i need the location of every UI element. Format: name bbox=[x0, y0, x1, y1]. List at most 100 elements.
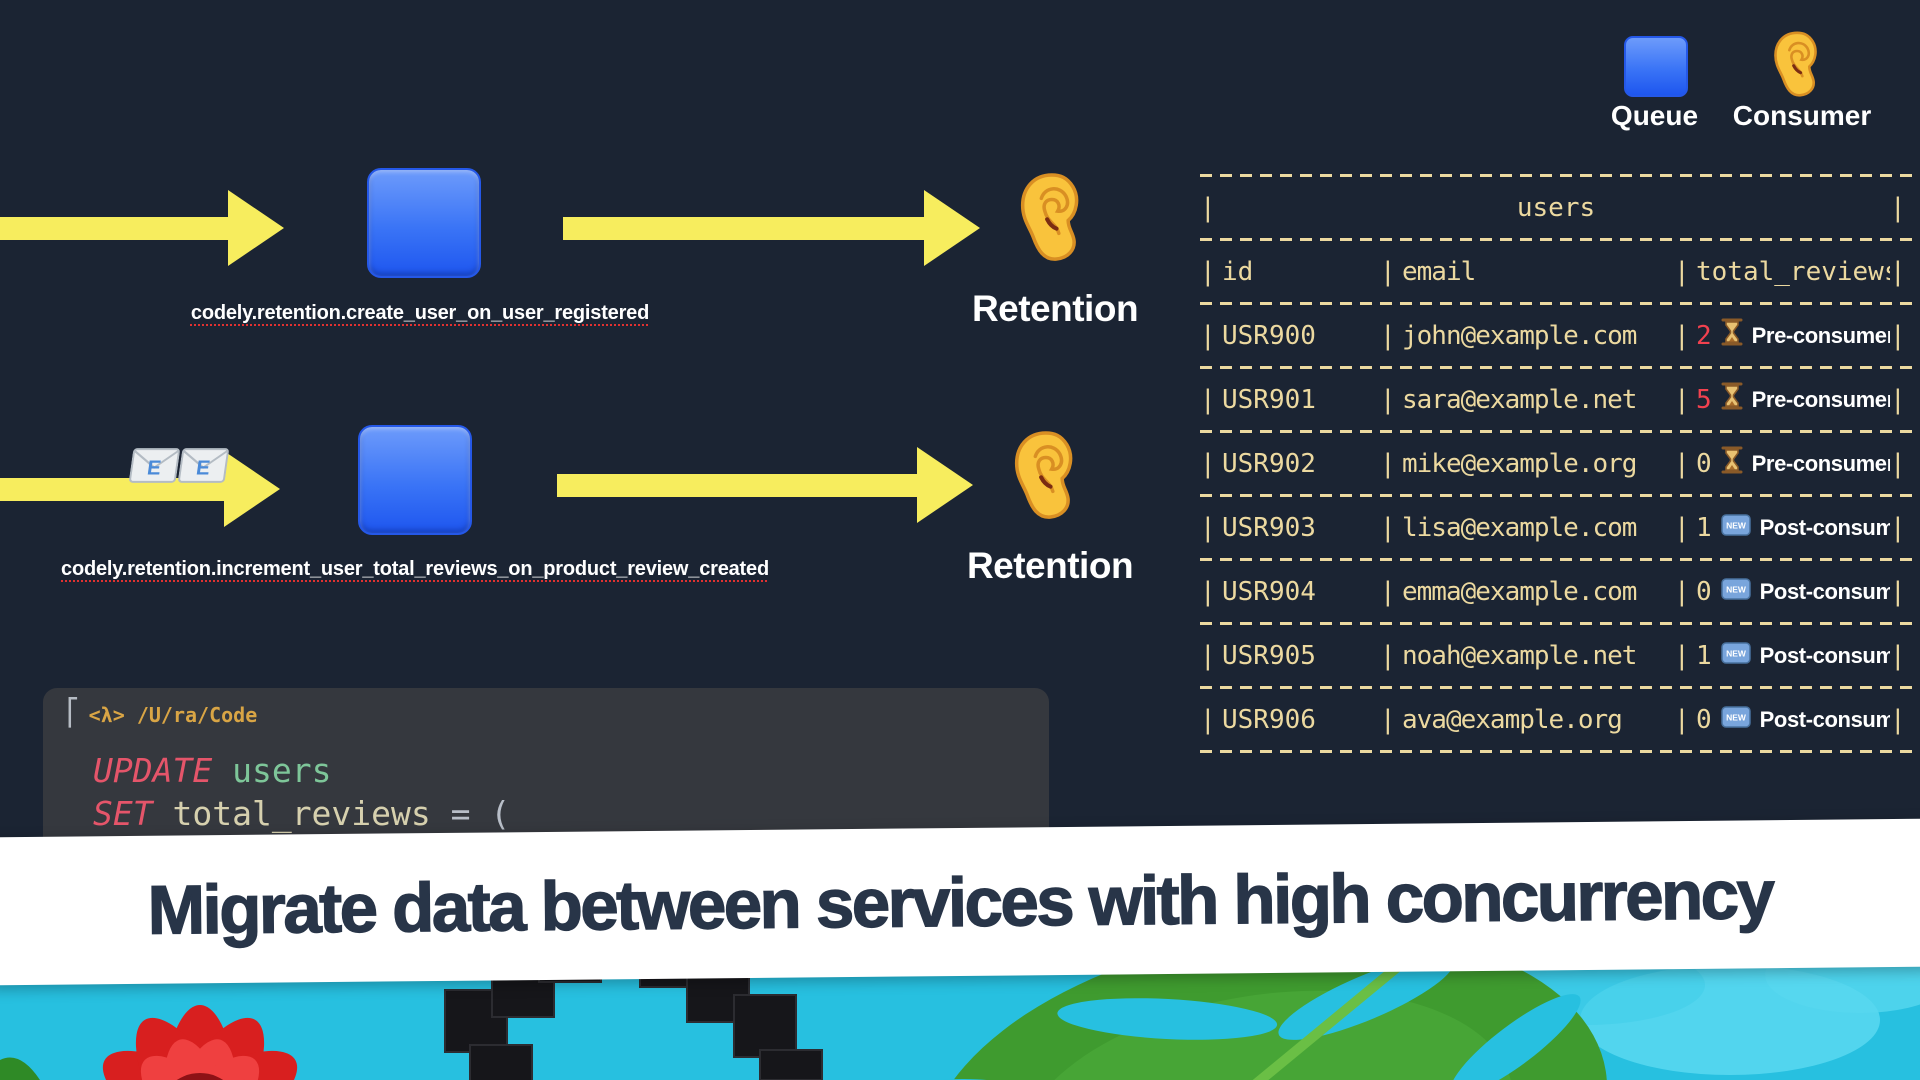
pipe: | bbox=[1200, 320, 1216, 351]
pipe: | bbox=[1890, 512, 1906, 543]
cell-id: USR905 bbox=[1222, 640, 1316, 671]
reviews-count: 1 bbox=[1696, 640, 1712, 671]
pipe: | bbox=[1674, 320, 1690, 351]
reviews-count: 5 bbox=[1696, 384, 1712, 415]
code-line: SET total_reviews = ( bbox=[93, 792, 1049, 835]
arrow-head-icon bbox=[224, 451, 280, 527]
pipe: | bbox=[1380, 320, 1396, 351]
status-badge: Pre-consumer bbox=[1751, 450, 1890, 476]
column-header-email: email bbox=[1402, 256, 1476, 287]
email-icon: E bbox=[178, 448, 229, 483]
cell-id: USR901 bbox=[1222, 384, 1316, 415]
status-badge: Post-consumer bbox=[1759, 706, 1890, 732]
prompt-path: <λ> /U/ra/Code bbox=[88, 703, 258, 727]
pipe: | bbox=[1890, 704, 1906, 735]
pipe: | bbox=[1674, 448, 1690, 479]
new-icon: NEW bbox=[1720, 577, 1751, 607]
new-icon: NEW bbox=[1720, 513, 1751, 543]
cell-total-reviews: 5 Pre-consumer bbox=[1696, 382, 1890, 417]
cell-id: USR900 bbox=[1222, 320, 1316, 351]
status-badge: Pre-consumer bbox=[1751, 386, 1890, 412]
reviews-count: 2 bbox=[1696, 320, 1712, 351]
consumer-name-label: Retention bbox=[966, 545, 1134, 586]
pipe: | bbox=[1200, 256, 1216, 287]
cell-id: USR902 bbox=[1222, 448, 1316, 479]
pipe: | bbox=[1380, 384, 1396, 415]
table-header-row: |id|email|total_reviews| bbox=[1200, 241, 1912, 302]
svg-text:NEW: NEW bbox=[1726, 712, 1747, 722]
reviews-count: 0 bbox=[1696, 704, 1712, 735]
prompt-bracket: ⎡ bbox=[65, 698, 81, 728]
pipe: | bbox=[1890, 384, 1906, 415]
table-separator bbox=[1200, 686, 1912, 689]
arrow-body bbox=[563, 216, 924, 240]
cell-email: mike@example.org bbox=[1402, 448, 1637, 479]
status-badge: Post-consumer bbox=[1759, 642, 1890, 668]
pipe: | bbox=[1674, 704, 1690, 735]
pipe: | bbox=[1200, 192, 1216, 223]
svg-text:NEW: NEW bbox=[1726, 648, 1747, 658]
pipe: | bbox=[1380, 512, 1396, 543]
queue-icon bbox=[358, 425, 472, 535]
users-table: |users||id|email|total_reviews||USR900|j… bbox=[1200, 174, 1912, 753]
pipe: | bbox=[1200, 704, 1216, 735]
pipe: | bbox=[1674, 256, 1690, 287]
code-token bbox=[212, 751, 232, 790]
table-separator bbox=[1200, 430, 1912, 433]
cell-email: lisa@example.com bbox=[1402, 512, 1637, 543]
cell-email: noah@example.net bbox=[1402, 640, 1637, 671]
pipe: | bbox=[1200, 576, 1216, 607]
reviews-count: 0 bbox=[1696, 576, 1712, 607]
pipe: | bbox=[1380, 448, 1396, 479]
status-badge: Pre-consumer bbox=[1751, 322, 1890, 348]
svg-text:NEW: NEW bbox=[1726, 584, 1747, 594]
queue-icon bbox=[367, 168, 481, 278]
pipe: | bbox=[1674, 384, 1690, 415]
table-separator bbox=[1200, 174, 1912, 177]
email-letter: E bbox=[195, 457, 212, 480]
status-badge: Post-consumer bbox=[1759, 578, 1890, 604]
arrow-head-icon bbox=[228, 190, 284, 266]
code-token: = ( bbox=[430, 794, 511, 833]
cell-id: USR904 bbox=[1222, 576, 1316, 607]
pending-messages: E E bbox=[129, 446, 229, 485]
table-title: users bbox=[1516, 192, 1596, 223]
arrow-body bbox=[557, 473, 917, 497]
pipe: | bbox=[1890, 256, 1906, 287]
cell-email: emma@example.com bbox=[1402, 576, 1637, 607]
email-icon: E bbox=[129, 448, 180, 483]
pipe: | bbox=[1890, 576, 1906, 607]
pipe: | bbox=[1200, 512, 1216, 543]
column-header-total-reviews: total_reviews bbox=[1696, 257, 1890, 287]
leaf-corner bbox=[0, 1057, 40, 1080]
pipe: | bbox=[1674, 576, 1690, 607]
new-icon: NEW bbox=[1720, 641, 1751, 671]
cell-id: USR903 bbox=[1222, 512, 1316, 543]
ear-icon bbox=[1014, 431, 1073, 519]
table-title-row: | users | bbox=[1200, 177, 1912, 238]
cell-email: sara@example.net bbox=[1402, 384, 1637, 415]
column-header-total-reviews-text: total_reviews bbox=[1696, 256, 1890, 287]
red-flower bbox=[90, 1005, 310, 1080]
pipe: | bbox=[1890, 192, 1906, 223]
table-separator bbox=[1200, 238, 1912, 241]
pipe: | bbox=[1890, 448, 1906, 479]
pipe: | bbox=[1380, 576, 1396, 607]
legend-queue-label: Queue bbox=[1610, 100, 1699, 131]
table-separator bbox=[1200, 750, 1912, 753]
table-separator bbox=[1200, 366, 1912, 369]
pipe: | bbox=[1380, 704, 1396, 735]
hourglass-icon bbox=[1721, 382, 1743, 417]
cell-total-reviews: 2 Pre-consumer bbox=[1696, 318, 1890, 353]
arrow-head-icon bbox=[917, 447, 973, 523]
arrow-body bbox=[0, 477, 224, 501]
legend-consumer-label: Consumer bbox=[1732, 100, 1872, 131]
column-header-id: id bbox=[1222, 256, 1254, 287]
pipe: | bbox=[1380, 256, 1396, 287]
